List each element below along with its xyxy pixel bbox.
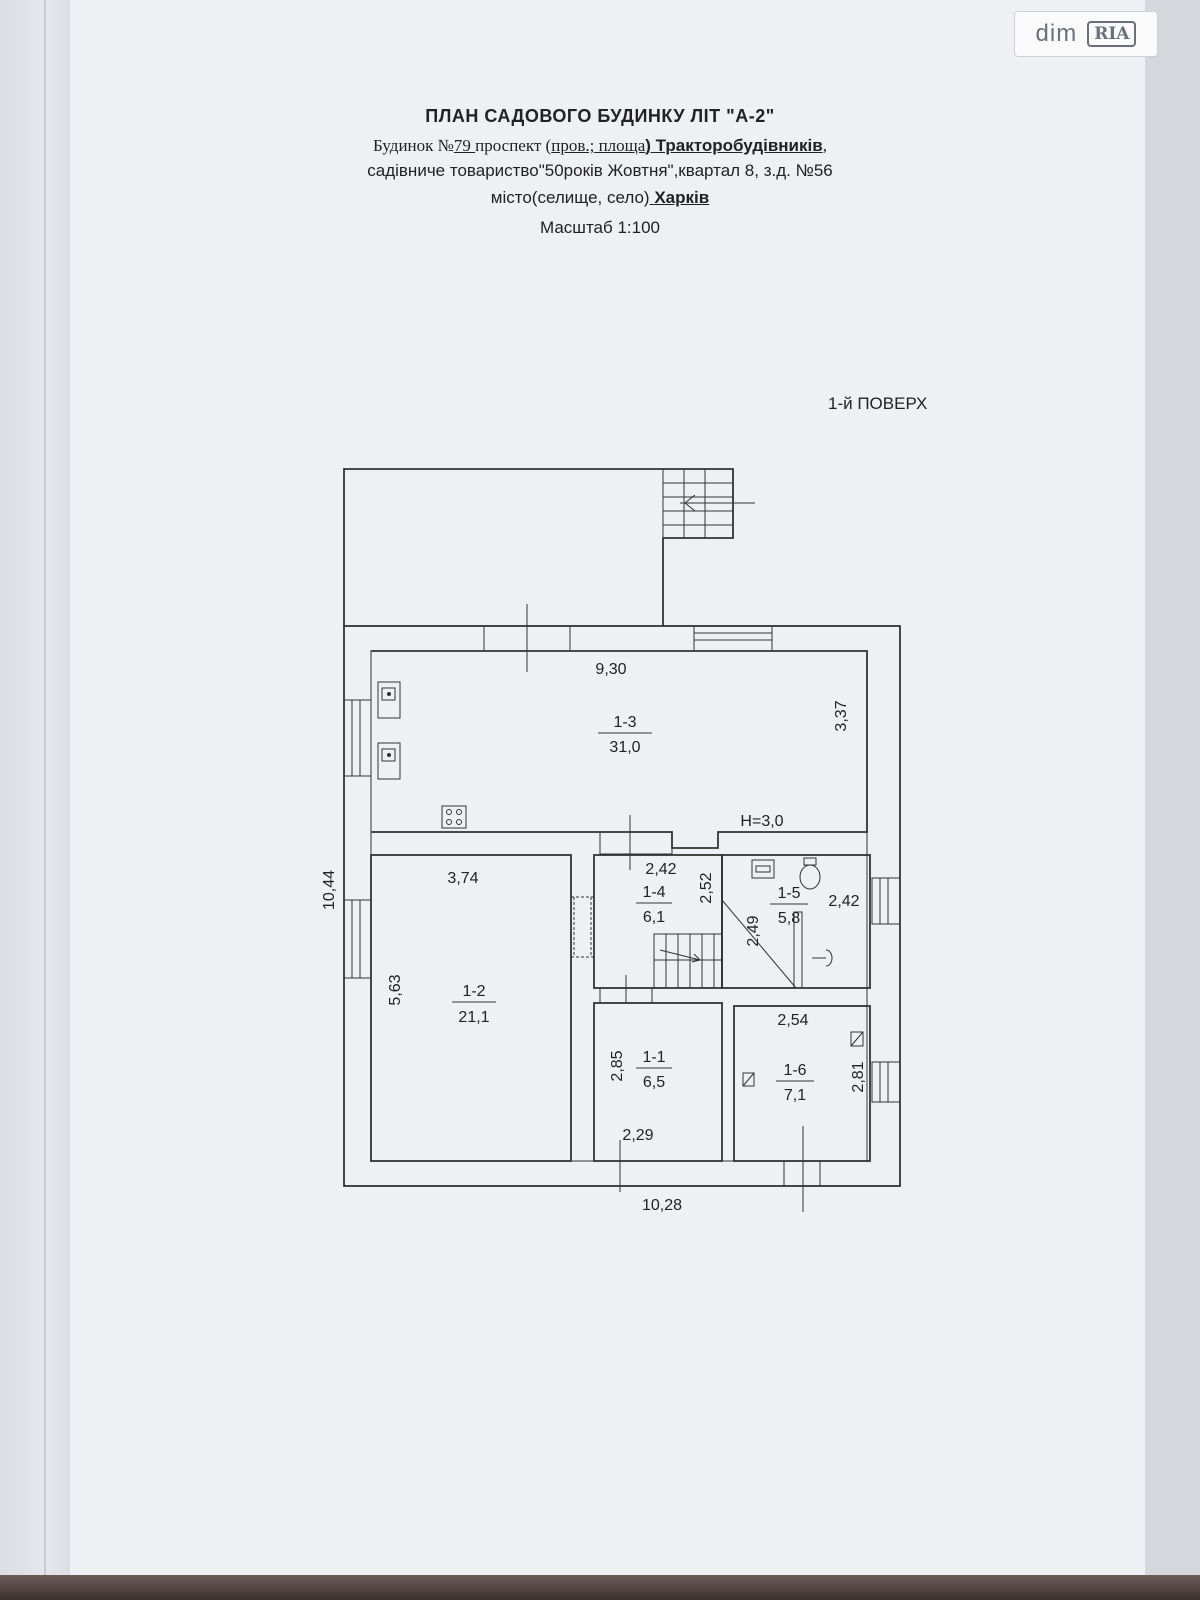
plan-title: ПЛАН САДОВОГО БУДИНКУ ЛІТ "А-2" xyxy=(425,106,775,126)
dim-room13-depth: 3,37 xyxy=(833,700,850,731)
interior-stairs xyxy=(653,933,722,988)
floor-label: 1-й ПОВЕРХ xyxy=(828,394,928,413)
street-name: ) Тракторобудівників xyxy=(645,136,823,155)
dim-room12-depth: 5,63 xyxy=(387,974,404,1005)
left-page-edge xyxy=(0,0,80,1600)
dim-ceiling-height: H=3,0 xyxy=(740,813,783,830)
room-label-1-4: 1-4 6,1 xyxy=(636,884,672,926)
dim-room12-width: 3,74 xyxy=(447,870,478,887)
room-label-1-5: 1-5 5,8 xyxy=(770,885,808,927)
svg-text:1-6: 1-6 xyxy=(783,1062,806,1079)
svg-text:21,1: 21,1 xyxy=(458,1009,489,1026)
room-1-6-appliance-left-icon xyxy=(742,1072,755,1087)
dim-room15-width: 2,49 xyxy=(745,915,762,946)
door-1-4-bottom xyxy=(599,975,653,1004)
room-1-2 xyxy=(370,854,572,1162)
document-sheet xyxy=(70,0,1145,1575)
window-right-lower xyxy=(871,1061,901,1103)
svg-text:1-1: 1-1 xyxy=(642,1049,665,1066)
dim-room14-width: 2,42 xyxy=(645,861,676,878)
toilet-icon xyxy=(799,857,821,890)
dim-room16-depth: 2,81 xyxy=(850,1061,867,1092)
svg-text:5,8: 5,8 xyxy=(778,910,800,927)
house-number: 79 xyxy=(453,136,476,155)
dim-room11-width: 2,29 xyxy=(622,1127,653,1144)
address-line: Будинок №79 проспект (пров.; площа) Трак… xyxy=(373,136,827,155)
doorway-1-2 xyxy=(571,896,594,958)
room-1-6-appliance-right-icon xyxy=(850,1031,864,1047)
svg-text:6,5: 6,5 xyxy=(643,1074,665,1091)
dim-room15-depth: 2,42 xyxy=(828,893,859,910)
svg-text:1-4: 1-4 xyxy=(642,884,665,901)
right-background xyxy=(1145,0,1200,1600)
shower-icon xyxy=(793,911,833,989)
watermark-brand: dim xyxy=(1035,20,1078,47)
svg-text:6,1: 6,1 xyxy=(643,909,665,926)
room-1-1 xyxy=(593,1002,723,1162)
room-label-1-6: 1-6 7,1 xyxy=(776,1062,814,1104)
entrance-door-bottom xyxy=(783,1126,821,1212)
window-top-left xyxy=(483,604,571,672)
dim-overall-height: 10,44 xyxy=(321,870,338,910)
window-right-upper xyxy=(871,877,901,925)
ria-logo-icon: RIA xyxy=(1087,21,1137,47)
terrace-outline xyxy=(343,468,734,626)
boiler-icon xyxy=(377,742,401,780)
society-line: садівниче товариство"50років Жовтня",ква… xyxy=(367,161,833,180)
dim-room14-depth: 2,52 xyxy=(698,872,715,903)
room-label-1-2: 1-2 21,1 xyxy=(452,983,496,1026)
window-left-top xyxy=(343,699,372,777)
city-line: місто(селище, село) Харків xyxy=(490,188,710,207)
dimria-watermark-logo: dim RIA xyxy=(1014,11,1158,57)
stove-icon xyxy=(441,805,467,829)
city-name: Харків xyxy=(649,188,710,207)
room-label-1-3: 1-3 31,0 xyxy=(598,714,652,756)
dim-overall-width: 10,28 xyxy=(642,1197,682,1214)
dim-room16-width: 2,54 xyxy=(777,1012,808,1029)
terrace-stairs xyxy=(662,468,755,539)
svg-text:31,0: 31,0 xyxy=(609,739,640,756)
door-1-3-to-1-4 xyxy=(599,815,673,870)
svg-text:1-2: 1-2 xyxy=(462,983,485,1000)
room-label-1-1: 1-1 6,5 xyxy=(636,1049,672,1091)
svg-text:1-5: 1-5 xyxy=(777,885,800,902)
bathroom-sink-icon xyxy=(751,859,775,879)
svg-text:7,1: 7,1 xyxy=(784,1087,806,1104)
dim-room11-depth: 2,85 xyxy=(609,1050,626,1081)
outer-walls xyxy=(343,625,901,1187)
sink-icon xyxy=(377,681,401,719)
window-top-right xyxy=(693,625,773,652)
svg-text:1-3: 1-3 xyxy=(613,714,636,731)
table-surface xyxy=(0,1575,1200,1600)
scale-label: Масштаб 1:100 xyxy=(540,218,660,237)
dim-room13-width: 9,30 xyxy=(595,661,626,678)
window-left-bottom xyxy=(343,899,372,979)
